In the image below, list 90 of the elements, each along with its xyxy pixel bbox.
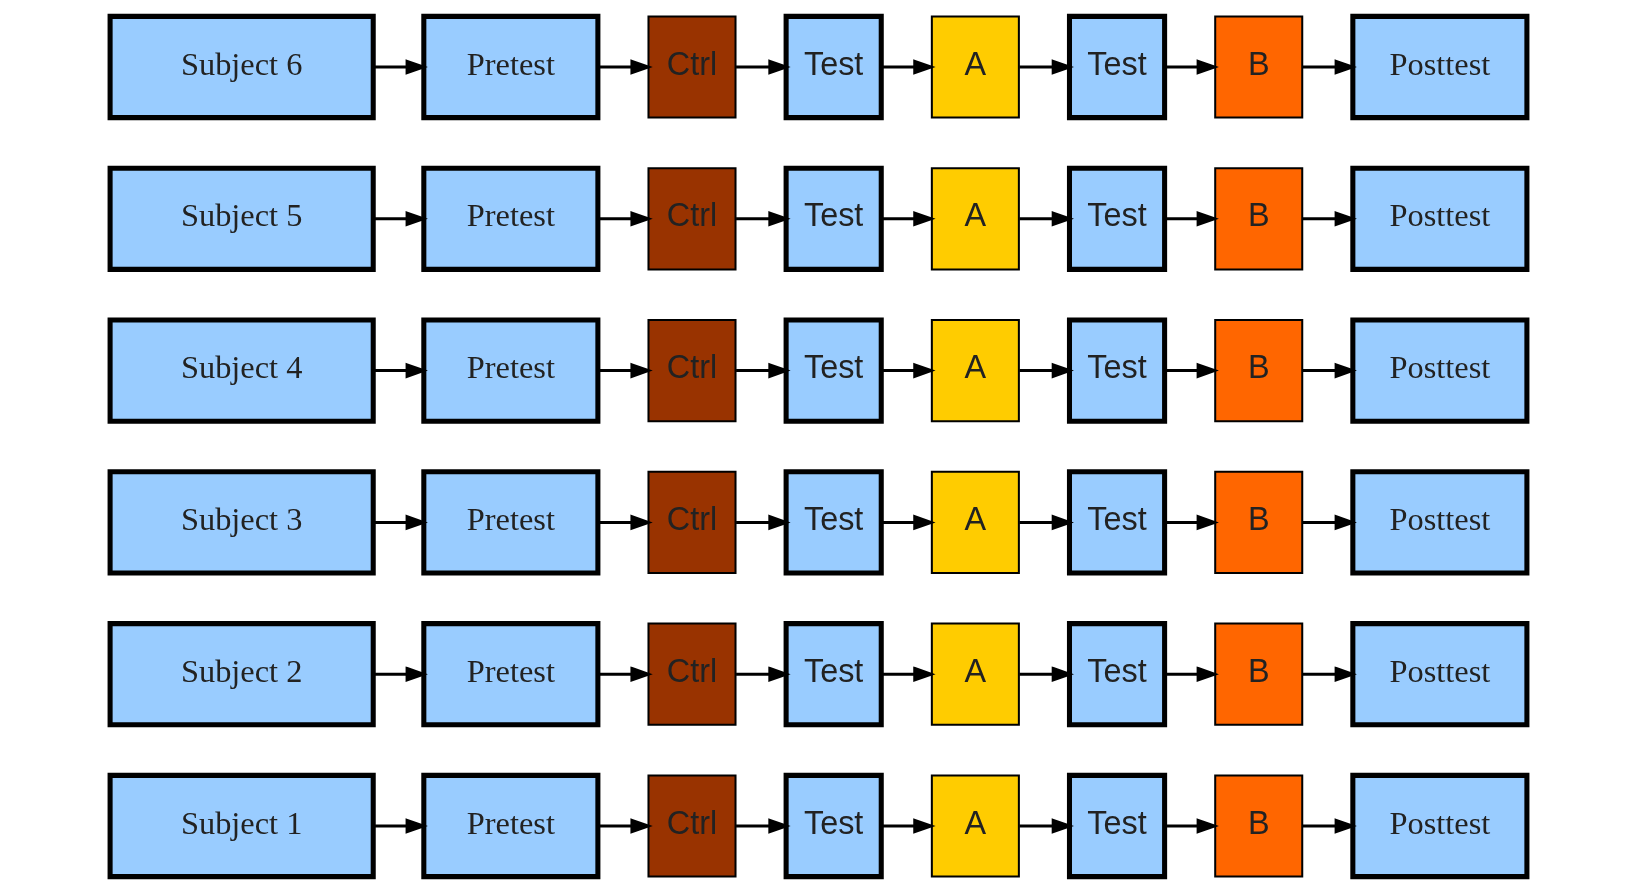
node-box: A: [930, 622, 1020, 726]
node-box: Pretest: [421, 772, 601, 880]
arrow: [598, 211, 653, 227]
arrow: [736, 211, 791, 227]
node-box: Ctrl: [647, 622, 737, 726]
arrow: [1019, 211, 1074, 227]
node-box: Posttest: [1350, 317, 1530, 424]
arrow: [373, 211, 428, 227]
arrow: [1302, 514, 1357, 531]
arrow: [598, 514, 653, 531]
arrow: [881, 211, 936, 227]
node-box: Ctrl: [647, 319, 737, 423]
node-box: Test: [783, 621, 884, 728]
arrow: [736, 362, 791, 379]
node-box: Test: [783, 469, 884, 576]
node-box: Test: [1066, 621, 1168, 728]
arrow: [736, 59, 791, 75]
node-box: Test: [783, 772, 884, 880]
arrow: [1302, 59, 1357, 75]
node-box: Subject 1: [107, 772, 376, 880]
node-box: Posttest: [1350, 13, 1530, 121]
node-box: Posttest: [1350, 772, 1530, 880]
arrow: [598, 59, 653, 75]
arrow: [1019, 818, 1074, 834]
arrow: [1164, 211, 1219, 227]
node-box: A: [930, 319, 1020, 423]
node-box: Pretest: [421, 165, 601, 272]
node-box: A: [930, 15, 1020, 119]
node-box: Pretest: [421, 13, 601, 121]
node-box: Test: [1066, 165, 1168, 272]
node-box: B: [1214, 15, 1304, 119]
arrow: [881, 818, 936, 834]
arrow: [881, 514, 936, 531]
arrow: [598, 666, 653, 682]
node-box: Ctrl: [647, 774, 737, 878]
node-box: Ctrl: [647, 167, 737, 271]
arrow: [736, 818, 791, 834]
node-box: Ctrl: [647, 15, 737, 119]
arrow: [881, 362, 936, 379]
arrow: [1302, 666, 1357, 682]
arrow: [1164, 666, 1219, 682]
arrow: [1019, 362, 1074, 379]
arrow: [881, 59, 936, 75]
arrow: [1302, 818, 1357, 834]
node-box: B: [1214, 774, 1304, 878]
arrow: [1164, 818, 1219, 834]
node-box: Pretest: [421, 317, 601, 424]
node-box: Subject 6: [107, 13, 376, 121]
arrow: [736, 666, 791, 682]
arrow: [736, 514, 791, 531]
arrow: [881, 666, 936, 682]
arrow: [1164, 59, 1219, 75]
arrow: [1019, 666, 1074, 682]
arrow: [1164, 362, 1219, 379]
node-box: Subject 4: [107, 317, 376, 424]
arrow: [1019, 59, 1074, 75]
node-box: Test: [783, 317, 884, 424]
node-box: Test: [1066, 13, 1168, 121]
node-box: A: [930, 774, 1020, 878]
arrow: [598, 818, 653, 834]
node-box: B: [1214, 622, 1304, 726]
node-box: Posttest: [1350, 621, 1530, 728]
node-box: Pretest: [421, 621, 601, 728]
node-box: Test: [783, 13, 884, 121]
arrow: [373, 514, 428, 531]
node-box: A: [930, 470, 1020, 574]
node-box: B: [1214, 167, 1304, 271]
arrow: [373, 666, 428, 682]
node-box: Subject 2: [107, 621, 376, 728]
node-box: A: [930, 167, 1020, 271]
node-box: Subject 3: [107, 469, 376, 576]
arrow: [1019, 514, 1074, 531]
node-box: Test: [1066, 317, 1168, 424]
node-box: Posttest: [1350, 469, 1530, 576]
arrow: [373, 59, 428, 75]
node-box: Test: [1066, 772, 1168, 880]
node-box: Subject 5: [107, 165, 376, 272]
arrow: [1164, 514, 1219, 531]
node-box: Pretest: [421, 469, 601, 576]
arrow: [1302, 211, 1357, 227]
node-box: Posttest: [1350, 165, 1530, 272]
node-box: Test: [783, 165, 884, 272]
arrow: [373, 362, 428, 379]
node-box: B: [1214, 470, 1304, 574]
node-box: B: [1214, 319, 1304, 423]
node-box: Test: [1066, 469, 1168, 576]
node-box: Ctrl: [647, 470, 737, 574]
arrow: [598, 362, 653, 379]
arrow: [373, 818, 428, 834]
arrow: [1302, 362, 1357, 379]
